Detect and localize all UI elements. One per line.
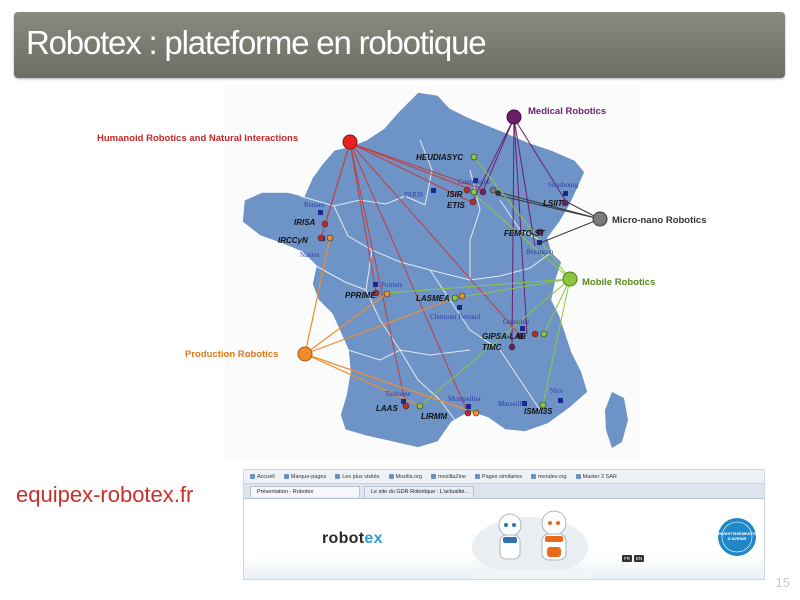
city-label-nantes: Nantes: [300, 251, 320, 259]
hub-label-medical: Medical Robotics: [528, 106, 606, 117]
lab-label-lasmea: LASMEA: [416, 294, 450, 303]
france-robotics-map: Humanoid Robotics and Natural Interactio…: [97, 85, 706, 459]
micro-nano-links: [493, 190, 601, 244]
lab-label-heudiasyc: HEUDIASYC: [416, 153, 463, 162]
robotex-logo[interactable]: robotex: [322, 530, 383, 547]
city-label-nice: Nice: [550, 387, 563, 395]
city-label-besancon: Besançon: [526, 248, 554, 256]
hub-medical: [506, 109, 522, 125]
lab-label-irisa: IRISA: [294, 218, 316, 227]
lang-fr-button[interactable]: FR: [622, 555, 632, 562]
bookmark-item[interactable]: Accueil: [250, 474, 275, 480]
tab-robotex[interactable]: Présentation - Robotex: [250, 486, 360, 497]
city-label-compiegne: Compiègne: [458, 178, 490, 186]
bookmark-item[interactable]: mozillaZine: [431, 474, 466, 480]
bookmark-icon: [575, 474, 581, 479]
lab-label-ism-i3s: ISM/I3S: [524, 407, 553, 416]
hub-production: [297, 346, 313, 362]
bookmark-item[interactable]: Mozilla.org: [388, 474, 422, 480]
robotex-homepage: robotex FR EN INVESTISSEMENTS D'AVENIR: [244, 499, 764, 579]
corsica: [605, 392, 628, 448]
lab-label-lsiit: LSIIT: [543, 199, 564, 208]
city-label-rennes: Rennes: [304, 201, 325, 209]
website-screenshot: Accueil Marque-pages Les plus visités Mo…: [243, 469, 765, 580]
website-link[interactable]: equipex-robotex.fr: [16, 482, 194, 507]
tab-gdr-robotique[interactable]: Le site du GDR Robotique : L'actualité..…: [364, 486, 474, 497]
city-label-strasbourg: Strasbourg: [548, 181, 579, 189]
hub-humanoid: [342, 134, 358, 150]
city-label-grenoble: Grenoble: [503, 318, 529, 326]
bookmark-item[interactable]: Master 2 SAR: [575, 474, 617, 480]
city-label-paris: PARIS: [404, 191, 423, 199]
lab-label-timc: TIMC: [482, 343, 502, 352]
city-label-montpellier: Montpellier: [448, 395, 482, 403]
city-label-poitiers: Poitiers: [381, 281, 403, 289]
bookmark-item[interactable]: Les plus visités: [335, 474, 380, 480]
lab-label-lirmm: LIRMM: [421, 412, 448, 421]
bookmark-item[interactable]: mondev.org: [530, 474, 567, 480]
tab-bar: Présentation - Robotex Le site du GDR Ro…: [244, 484, 764, 499]
lab-label-laas: LAAS: [376, 404, 398, 413]
slide-title: Robotex : plateforme en robotique: [26, 24, 487, 61]
badge-circle-icon: [718, 518, 756, 556]
language-switch: FR EN: [622, 555, 645, 562]
humanoid-links: [320, 142, 521, 414]
lab-label-femto-st: FEMTO-ST: [504, 229, 546, 238]
hub-label-micro-nano: Micro-nano Robotics: [612, 215, 706, 226]
bookmark-icon: [250, 474, 255, 479]
hub-label-production: Production Robotics: [185, 349, 278, 360]
nao-robots-image: [470, 510, 590, 579]
city-label-marseille: Marseille: [498, 400, 524, 408]
production-links: [304, 237, 477, 414]
hub-mobile: [562, 271, 578, 287]
france-mainland: [241, 91, 589, 449]
bookmark-icon: [388, 474, 394, 479]
bookmarks-bar: Accueil Marque-pages Les plus visités Mo…: [244, 470, 764, 484]
mobile-links: [386, 156, 571, 407]
bookmark-icon: [474, 474, 480, 479]
medical-links: [472, 117, 568, 348]
hub-label-humanoid: Humanoid Robotics and Natural Interactio…: [97, 133, 298, 144]
lab-label-gipsa-lab: GIPSA-LAB: [482, 332, 526, 341]
hub-label-mobile: Mobile Robotics: [582, 277, 655, 288]
investissements-avenir-badge: INVESTISSEMENTS D'AVENIR: [717, 517, 757, 557]
lab-label-etis: ETIS: [447, 201, 465, 210]
bookmark-item[interactable]: Marque-pages: [283, 474, 326, 480]
bookmark-icon: [431, 474, 437, 479]
lab-label-irccyn: IRCCyN: [278, 236, 308, 245]
lab-nodes: [317, 153, 569, 417]
title-bar: Robotex : plateforme en robotique: [14, 12, 785, 78]
bookmark-icon: [530, 474, 536, 479]
bookmark-icon: [335, 474, 341, 479]
city-label-clermont-ferrand: Clermont Ferrand: [430, 313, 480, 321]
page-number: 15: [775, 575, 790, 590]
lab-label-pprime: PPRIME: [345, 291, 376, 300]
bookmark-item[interactable]: Pages similaires: [474, 474, 522, 480]
lab-label-isir: ISIR: [447, 190, 463, 199]
bookmark-icon: [283, 474, 289, 479]
lang-en-button[interactable]: EN: [634, 555, 645, 562]
hub-micro-nano: [592, 211, 608, 227]
city-label-toulouse: Toulouse: [385, 390, 411, 398]
